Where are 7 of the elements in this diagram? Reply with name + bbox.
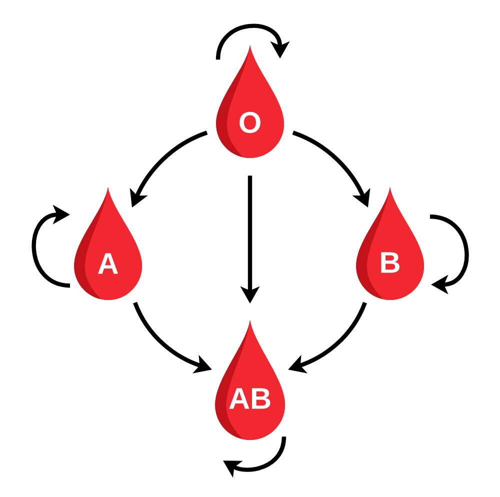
blood-drop: O — [216, 45, 284, 158]
loop-arrow — [32, 204, 70, 288]
blood-drop: B — [356, 187, 424, 300]
blood-drop: A — [74, 187, 142, 300]
blood-drop: AB — [215, 320, 285, 440]
loop-arrow — [216, 24, 290, 60]
loop-arrow — [430, 214, 469, 294]
